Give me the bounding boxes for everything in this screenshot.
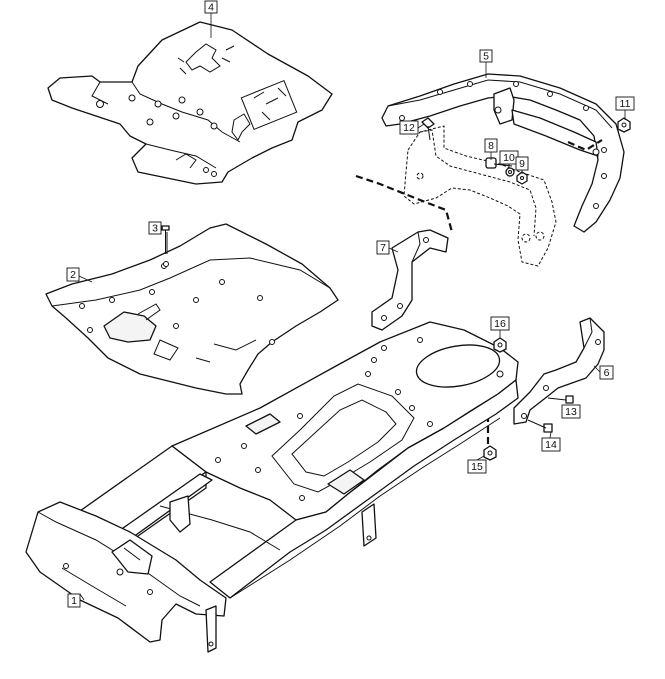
callout-8: 8 <box>484 138 498 153</box>
callout-11: 11 <box>615 96 635 111</box>
footrest-plate <box>45 223 339 395</box>
callout-labels: 4 5 11 12 8 10 9 3 <box>66 0 635 608</box>
callout-12: 12 <box>399 120 419 135</box>
callout-6: 6 <box>599 365 614 380</box>
callout-1-label: 1 <box>71 595 77 607</box>
callout-7-label: 7 <box>380 242 386 254</box>
main-frame <box>25 321 519 653</box>
bolt-12 <box>421 117 435 141</box>
callout-4-label: 4 <box>208 2 214 14</box>
callout-9-label: 9 <box>519 158 525 170</box>
callout-14: 14 <box>541 437 561 452</box>
callout-13: 13 <box>561 404 581 419</box>
nut-16 <box>493 337 507 353</box>
nut-9 <box>516 171 528 185</box>
callout-10-label: 10 <box>503 152 515 164</box>
callout-8-label: 8 <box>488 140 494 152</box>
callout-5-label: 5 <box>483 51 489 63</box>
bumper-frame-outline <box>403 125 557 267</box>
callout-13-label: 13 <box>565 406 577 418</box>
callout-7: 7 <box>376 240 390 255</box>
callout-6-label: 6 <box>604 367 610 379</box>
hardware-items <box>421 117 631 461</box>
nut-11 <box>617 117 631 133</box>
callout-16-label: 16 <box>494 318 506 330</box>
callout-5: 5 <box>479 49 493 63</box>
callout-3-label: 3 <box>152 223 158 235</box>
front-bumper <box>381 73 625 233</box>
floor-mat <box>47 21 333 185</box>
callout-15: 15 <box>467 459 487 474</box>
callout-3: 3 <box>148 221 162 235</box>
callout-9: 9 <box>515 156 529 171</box>
callout-11-label: 11 <box>620 98 631 110</box>
callout-4: 4 <box>204 0 218 14</box>
callout-15-label: 15 <box>471 461 483 473</box>
callout-16: 16 <box>490 316 510 331</box>
callout-12-label: 12 <box>403 122 415 134</box>
right-bumper-bracket <box>513 317 605 425</box>
left-bumper-bracket <box>371 229 449 331</box>
callout-10: 10 <box>499 150 519 165</box>
callout-2-label: 2 <box>70 269 76 281</box>
bolt-13 <box>547 395 574 404</box>
nut-15 <box>483 445 497 461</box>
callout-1: 1 <box>67 593 81 608</box>
washer-10 <box>505 167 515 177</box>
bolt-14 <box>527 419 553 433</box>
callout-14-label: 14 <box>545 439 557 451</box>
callout-2: 2 <box>66 267 80 282</box>
